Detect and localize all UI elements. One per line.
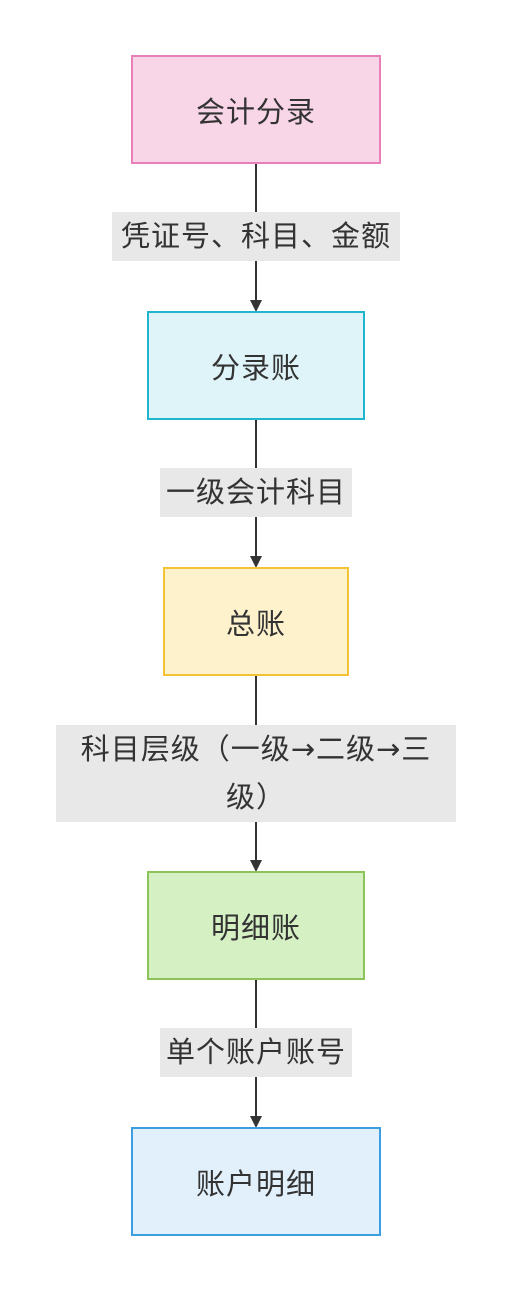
edge-label-2: 一级会计科目: [160, 468, 352, 517]
edge-label-3: 科目层级（一级→二级→三级）: [56, 725, 456, 822]
node-journal-entry: 会计分录: [131, 55, 381, 164]
edge-label-1: 凭证号、科目、金额: [112, 212, 400, 261]
edge-label-4: 单个账户账号: [160, 1028, 352, 1077]
node-subsidiary-ledger: 明细账: [147, 871, 365, 980]
node-account-detail: 账户明细: [131, 1127, 381, 1236]
node-journal-book: 分录账: [147, 311, 365, 420]
node-general-ledger: 总账: [163, 567, 349, 676]
